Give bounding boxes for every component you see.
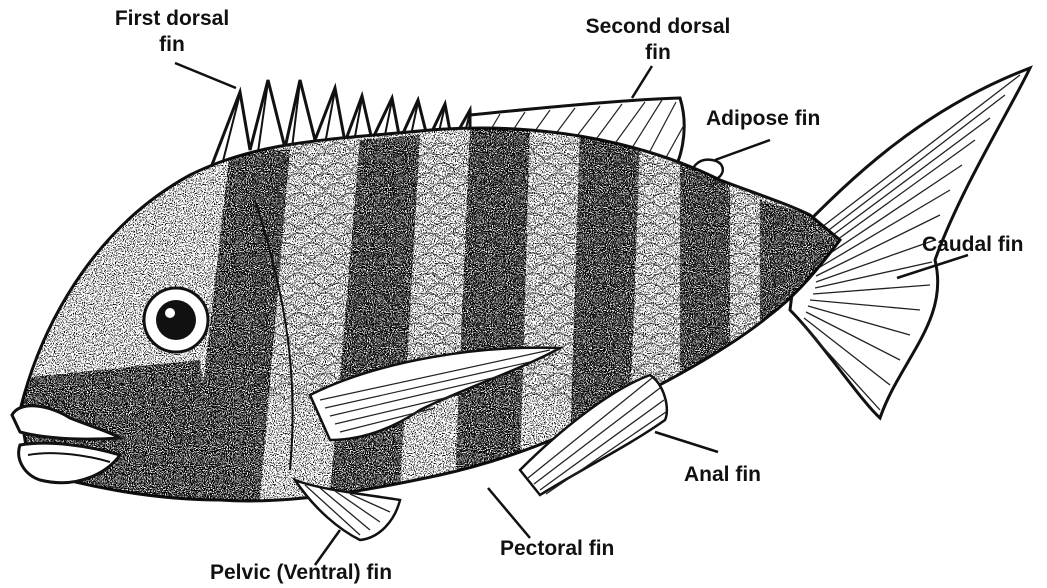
label-pelvic-fin: Pelvic (Ventral) fin	[210, 560, 392, 586]
leader-pectoral	[488, 488, 530, 538]
leader-anal	[655, 432, 718, 452]
label-first-dorsal-line2: fin	[92, 32, 252, 58]
label-pectoral-fin: Pectoral fin	[500, 536, 614, 562]
label-first-dorsal-fin: First dorsal fin	[92, 6, 252, 58]
label-anal-fin: Anal fin	[684, 462, 761, 488]
label-adipose-fin: Adipose fin	[706, 106, 820, 132]
fish-body	[0, 100, 860, 520]
leader-first-dorsal	[175, 63, 236, 88]
eye	[144, 288, 208, 352]
leader-second-dorsal	[632, 66, 652, 98]
leader-adipose	[715, 140, 770, 160]
label-second-dorsal-fin: Second dorsal fin	[568, 14, 748, 66]
label-second-dorsal-line2: fin	[568, 40, 748, 66]
label-second-dorsal-line1: Second dorsal	[568, 14, 748, 40]
label-caudal-fin: Caudal fin	[922, 232, 1024, 258]
label-first-dorsal-line1: First dorsal	[92, 6, 252, 32]
